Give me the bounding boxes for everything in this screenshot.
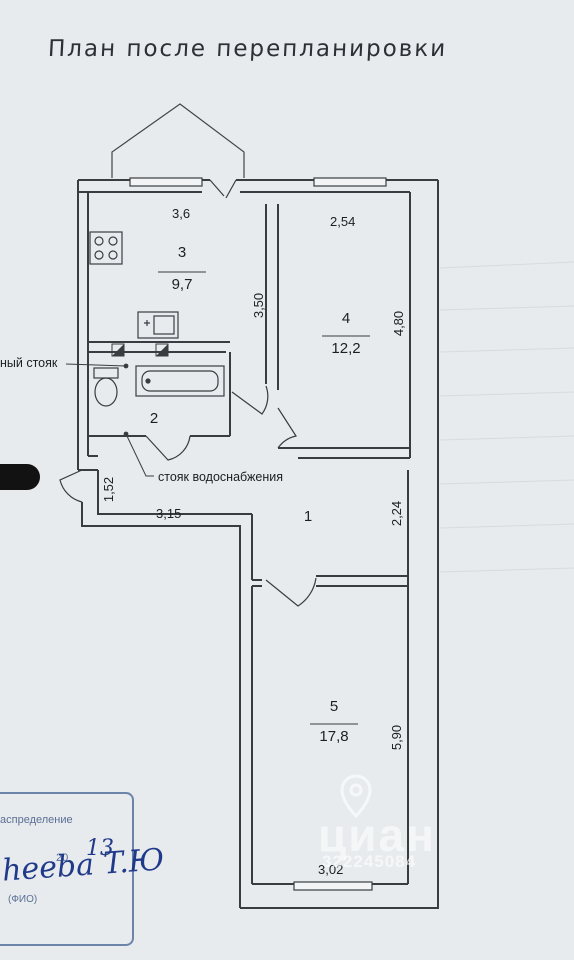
sewer-riser-note: ный стояк [0,356,58,370]
riser-markers [111,343,169,437]
watermark-brand: циан [318,809,436,861]
signature-date: 13 [86,836,114,861]
background-table [439,261,574,573]
toilet [93,367,119,407]
room-5-area: 17,8 [319,728,349,745]
water-riser-note: стояк водоснабжения [158,470,284,484]
room-3-area: 9,7 [171,276,193,293]
dim-kitchen-height: 3,50 [251,292,267,319]
stamp-text: аспределение [0,814,73,826]
stamp-year: 20 [56,852,69,864]
room-1-number: 1 [303,508,313,525]
dim-room5-width: 3,02 [318,862,344,877]
doors [59,179,317,607]
area-dividers [158,271,370,725]
dim-room4-height: 4,80 [391,310,407,337]
stove [89,231,123,265]
watermark-id: 322245084 [322,852,417,871]
leader-lines [65,363,154,477]
kitchen-sink [137,311,179,339]
dim-corridor-height: 2,24 [389,500,405,527]
dim-kitchen-width: 3,6 [172,206,191,221]
dim-room5-height: 5,90 [389,724,405,751]
redaction-bar [0,464,40,490]
bay-outline [111,103,245,178]
approval-stamp: аспределение 20 (ФИО) [0,792,134,946]
room-3-number: 3 [177,244,187,261]
room-4-area: 12,2 [331,340,361,357]
map-pin-icon [340,774,372,819]
windows [129,177,387,891]
plan-title: План после перепланировки [47,36,448,62]
dim-hall-height: 1,52 [101,476,117,503]
bathtub [135,365,225,397]
room-5-number: 5 [329,698,339,715]
dim-room4-width: 2,54 [330,214,356,229]
room-2-number: 2 [149,410,159,427]
outer-walls [77,179,439,909]
stamp-fio: (ФИО) [8,894,38,905]
room-4-number: 4 [341,310,351,327]
dim-hall-width: 3,15 [156,506,182,521]
